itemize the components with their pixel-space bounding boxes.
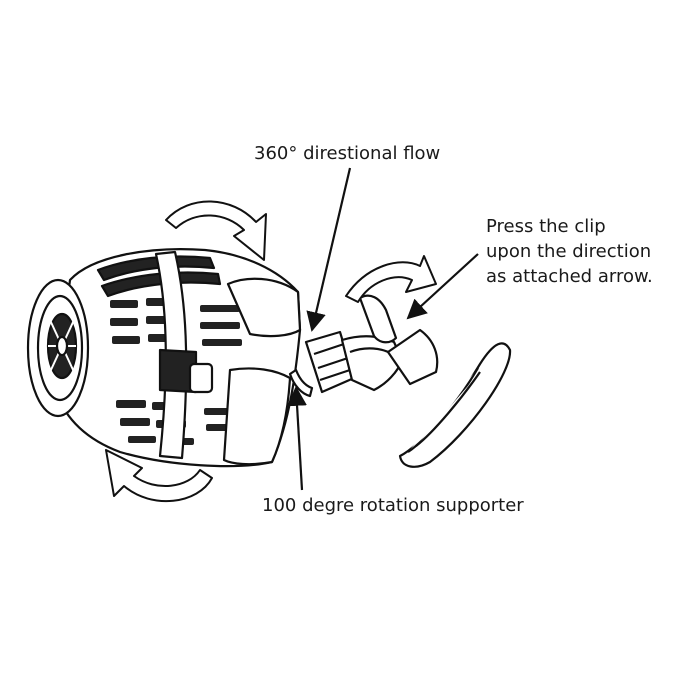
rotation-pointer — [287, 386, 307, 491]
suction-mount — [288, 294, 512, 468]
pointer-lines — [287, 167, 479, 491]
flow-pointer — [306, 167, 352, 332]
clip-label-line-3: as attached arrow. — [486, 266, 653, 287]
clip-label-line-1: Press the clip — [486, 216, 606, 237]
rotation-label: 100 degre rotation supporter — [262, 495, 524, 516]
rotation-arrow-mount — [345, 255, 437, 303]
rotation-arrow-top — [165, 200, 267, 261]
pump-body — [26, 248, 302, 468]
clip-label: Press the clip upon the direction as att… — [486, 214, 653, 289]
rotation-arrow-bottom — [105, 449, 213, 503]
clip-pointer — [406, 253, 479, 320]
clip-label-line-2: upon the direction — [486, 241, 652, 262]
flow-label: 360° direstional flow — [254, 143, 441, 164]
